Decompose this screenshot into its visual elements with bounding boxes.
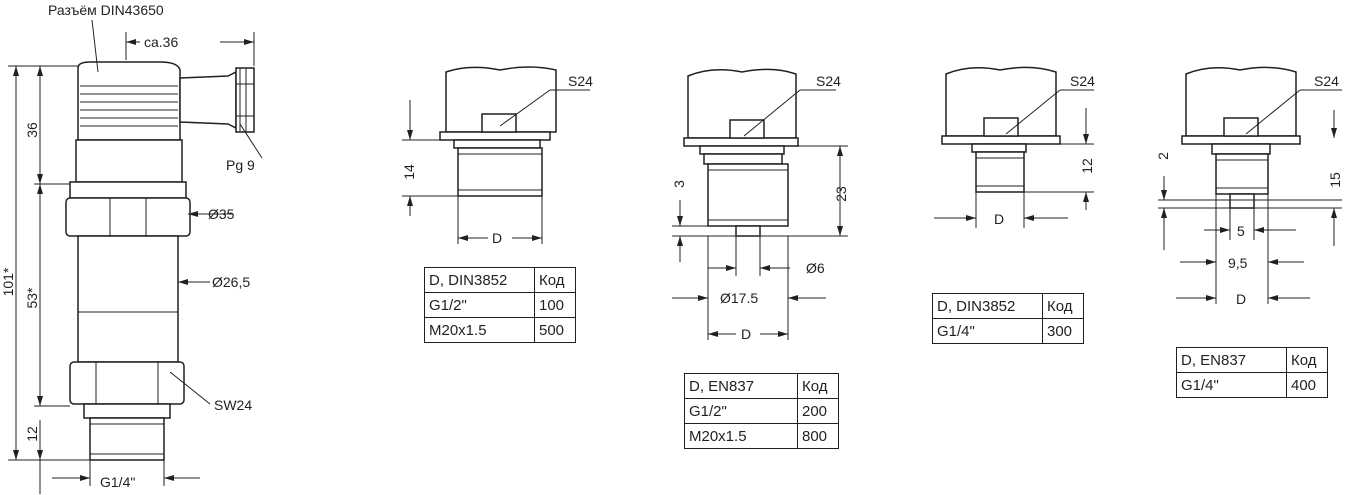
- fitting-2-d: D: [741, 326, 751, 342]
- table-header-cell: D, DIN3852: [932, 293, 1043, 319]
- fitting-4-dim-95: 9,5: [1228, 255, 1248, 271]
- sw24-label: SW24: [214, 397, 252, 413]
- fitting-1: S24 14 D: [401, 66, 593, 246]
- hex-nut-top: [65, 197, 191, 237]
- fitting-2-dim-23: 23: [833, 186, 849, 202]
- table-cell: 400: [1286, 372, 1328, 398]
- table-header-cell: Код: [1286, 347, 1328, 373]
- fitting-4-dim-15: 15: [1327, 172, 1343, 188]
- fitting-2-d175: Ø17.5: [720, 290, 758, 306]
- fitting-3-head: [945, 66, 1057, 137]
- fitting-1-s24: S24: [568, 73, 593, 89]
- table-cell: M20x1.5: [684, 423, 798, 449]
- fitting-1-wrench-flat: [481, 113, 517, 133]
- connector-head: [77, 61, 181, 141]
- fitting-2-dim-3: 3: [671, 180, 687, 188]
- main-sensor: Разъём DIN43650 ca.36 Pg 9 36 101* 53* 1…: [0, 2, 263, 494]
- table-cell: 800: [797, 423, 839, 449]
- table-row: G1/2" 100: [424, 292, 576, 318]
- table-header-cell: Код: [1042, 293, 1084, 319]
- fitting-3-table: D, DIN3852 Код G1/4" 300: [932, 293, 1084, 344]
- table-row: G1/2" 200: [684, 398, 839, 424]
- fitting-2-d6: Ø6: [806, 260, 825, 276]
- table-row: G1/4" 300: [932, 318, 1084, 344]
- table-cell: 100: [534, 292, 576, 318]
- fitting-3-thread: [975, 151, 1025, 193]
- fitting-1-d: D: [492, 230, 502, 246]
- table-header-cell: D, DIN3852: [424, 267, 535, 293]
- fitting-2-table: D, EN837 Код G1/2" 200 M20x1.5 800: [684, 373, 839, 449]
- table-cell: M20x1.5: [424, 317, 535, 343]
- process-thread: [89, 417, 165, 461]
- sensor-collar: [69, 181, 187, 199]
- fitting-1-dim-14: 14: [401, 164, 417, 180]
- fitting-2-thread: [707, 163, 789, 227]
- table-cell: 200: [797, 398, 839, 424]
- dim-101-label: 101*: [0, 267, 16, 296]
- fitting-4-dim-2: 2: [1155, 152, 1171, 160]
- hex-bottom: [69, 361, 185, 405]
- table-cell: G1/4": [932, 318, 1043, 344]
- table-header-row: D, DIN3852 Код: [932, 293, 1084, 319]
- table-header-cell: D, EN837: [684, 373, 798, 399]
- table-cell: 300: [1042, 318, 1084, 344]
- ca36-label: ca.36: [144, 34, 178, 50]
- table-cell: 500: [534, 317, 576, 343]
- fitting-3-d: D: [994, 211, 1004, 227]
- thread-label: G1/4": [100, 474, 135, 490]
- cable-gland: [235, 67, 255, 133]
- connector-label: Разъём DIN43650: [48, 2, 164, 18]
- table-header-row: D, DIN3852 Код: [424, 267, 576, 293]
- table-header-cell: D, EN837: [1176, 347, 1287, 373]
- fitting-4-wrench-flat: [1223, 117, 1259, 137]
- sensor-neck: [75, 139, 183, 183]
- dim-53-label: 53*: [24, 287, 40, 309]
- fitting-2: S24 23 3 Ø6 Ø17.5 D: [671, 68, 849, 342]
- connector-grooves: [80, 85, 178, 127]
- pg9-label: Pg 9: [226, 157, 255, 173]
- fitting-2-s24: S24: [816, 73, 841, 89]
- table-cell: G1/2": [424, 292, 535, 318]
- table-row: M20x1.5 500: [424, 317, 576, 343]
- fitting-1-thread: [457, 147, 543, 197]
- thread-collar: [83, 403, 171, 419]
- table-row: G1/4" 400: [1176, 372, 1328, 398]
- d35-label: Ø35: [208, 206, 235, 222]
- table-header-row: D, EN837 Код: [1176, 347, 1328, 373]
- side-connector: [179, 70, 237, 130]
- fitting-4-d: D: [1236, 291, 1246, 307]
- dim-12-label: 12: [24, 426, 40, 442]
- table-header-row: D, EN837 Код: [684, 373, 839, 399]
- table-header-cell: Код: [797, 373, 839, 399]
- table-row: M20x1.5 800: [684, 423, 839, 449]
- fitting-3-wrench-flat: [983, 117, 1019, 137]
- fitting-3: S24 12 D: [934, 66, 1095, 228]
- fitting-1-head: [445, 66, 557, 133]
- table-cell: G1/2": [684, 398, 798, 424]
- sensor-body: [77, 235, 179, 363]
- d265-label: Ø26,5: [212, 274, 250, 290]
- table-cell: G1/4": [1176, 372, 1287, 398]
- dim-36-label: 36: [24, 122, 40, 138]
- table-header-cell: Код: [534, 267, 576, 293]
- fitting-4-head: [1185, 66, 1297, 137]
- fitting-4-dim-5: 5: [1237, 223, 1245, 239]
- fitting-2-wrench-flat: [729, 119, 765, 139]
- fitting-4-s24: S24: [1314, 73, 1339, 89]
- fitting-2-head: [687, 68, 797, 139]
- fitting-4-table: D, EN837 Код G1/4" 400: [1176, 347, 1328, 398]
- fitting-3-dim-12: 12: [1079, 158, 1095, 174]
- fitting-1-table: D, DIN3852 Код G1/2" 100 M20x1.5 500: [424, 267, 576, 343]
- fitting-4: S24 2 15 5 9,5 D: [1155, 66, 1343, 307]
- fitting-3-s24: S24: [1070, 73, 1095, 89]
